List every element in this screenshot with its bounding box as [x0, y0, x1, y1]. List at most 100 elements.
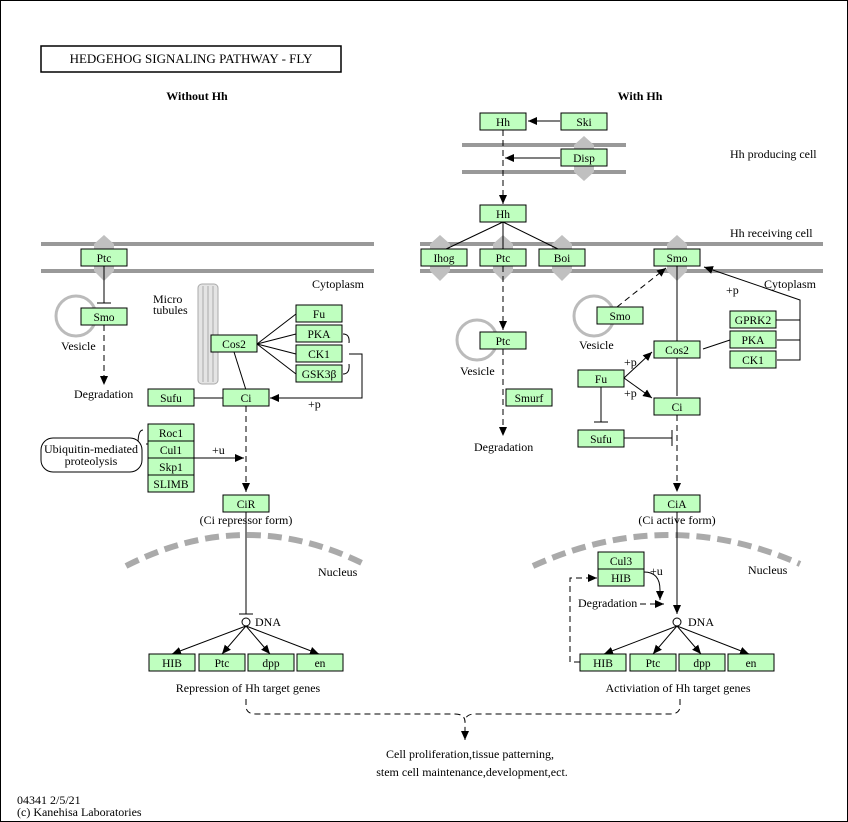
svg-text:Cul3: Cul3	[610, 556, 633, 568]
gene-r-ck1[interactable]: CK1	[729, 350, 777, 369]
title-box	[40, 45, 342, 73]
svg-text:Fu: Fu	[313, 309, 325, 321]
gene-l-dpp[interactable]: dpp	[247, 653, 295, 672]
svg-text:Ptc: Ptc	[646, 658, 661, 670]
label-vesicle-left: Vesicle	[61, 339, 96, 353]
svg-text:Cul1: Cul1	[160, 445, 183, 457]
ubiquitin-box	[40, 437, 143, 473]
gene-l-cul1[interactable]: Cul1	[147, 440, 195, 459]
gene-r-disp[interactable]: Disp	[560, 148, 608, 167]
svg-text:Disp: Disp	[573, 153, 595, 165]
gene-l-pka[interactable]: PKA	[295, 324, 343, 343]
left-edges	[97, 266, 363, 655]
gene-r-cos2[interactable]: Cos2	[653, 340, 701, 359]
label-degradation-mid: Degradation	[474, 440, 533, 454]
gene-r-gprk2[interactable]: GPRK2	[729, 310, 777, 329]
label-activation: Activiation of Hh target genes	[605, 681, 750, 695]
gene-l-ci[interactable]: Ci	[222, 388, 270, 407]
svg-text:dpp: dpp	[693, 658, 711, 670]
gene-r-sufu[interactable]: Sufu	[577, 429, 625, 448]
label-cytoplasm-right: Cytoplasm	[764, 277, 817, 291]
gene-r-hh[interactable]: Hh	[479, 204, 527, 223]
gene-l-ptc[interactable]: Ptc	[80, 248, 128, 267]
svg-text:GSK3β: GSK3β	[302, 369, 337, 381]
svg-text:Ptc: Ptc	[97, 253, 112, 265]
label-plus-u-right: +u	[650, 564, 663, 578]
svg-text:Ptc: Ptc	[215, 658, 230, 670]
gene-r-ptc[interactable]: Ptc	[479, 248, 527, 267]
nucleus-membrane-left	[124, 532, 366, 569]
gene-l-ck1[interactable]: CK1	[295, 344, 343, 363]
gene-l-roc1[interactable]: Roc1	[147, 423, 195, 442]
label-vesicle-mid: Vesicle	[460, 364, 495, 378]
gene-r-dpp[interactable]: dpp	[678, 653, 726, 672]
gene-l-fu[interactable]: Fu	[295, 304, 343, 323]
svg-text:CK1: CK1	[742, 355, 764, 367]
label-plus-p-ci: +p	[624, 386, 637, 400]
gene-r-smo-vesicle[interactable]: Smo	[596, 306, 644, 325]
gene-r-hib-nuclear[interactable]: HIB	[597, 568, 645, 587]
gene-l-hib[interactable]: HIB	[148, 653, 196, 672]
gene-l-cos2[interactable]: Cos2	[210, 334, 258, 353]
gene-r-smurf[interactable]: Smurf	[505, 388, 553, 407]
svg-text:Smo: Smo	[666, 253, 687, 265]
section-without-hh: Without Hh	[166, 89, 228, 103]
svg-text:Cos2: Cos2	[665, 345, 689, 357]
gene-r-hib[interactable]: HIB	[579, 653, 627, 672]
gene-r-hh-top[interactable]: Hh	[479, 112, 527, 131]
label-cytoplasm-left: Cytoplasm	[312, 277, 365, 291]
svg-text:Ptc: Ptc	[496, 253, 511, 265]
svg-text:CiA: CiA	[667, 499, 687, 511]
gene-l-slimb[interactable]: SLIMB	[147, 474, 195, 493]
gene-r-fu[interactable]: Fu	[577, 369, 625, 388]
microtubules	[197, 283, 219, 385]
gene-r-cul3[interactable]: Cul3	[597, 551, 645, 570]
section-with-hh: With Hh	[618, 89, 663, 103]
svg-text:Ci: Ci	[241, 393, 252, 405]
svg-text:en: en	[315, 658, 326, 670]
gene-l-cir[interactable]: CiR	[222, 494, 270, 513]
svg-text:HIB: HIB	[611, 573, 631, 585]
label-outcome-2: stem cell maintenance,development,ect.	[376, 765, 568, 779]
gene-r-smo[interactable]: Smo	[653, 248, 701, 267]
label-ci-repressor-form: (Ci repressor form)	[200, 513, 293, 527]
gene-l-sufu[interactable]: Sufu	[147, 388, 195, 407]
label-microtubules-1: Micro	[153, 292, 182, 306]
gene-r-cia[interactable]: CiA	[653, 494, 701, 513]
svg-text:Sufu: Sufu	[160, 393, 182, 405]
gene-r-en[interactable]: en	[727, 653, 775, 672]
svg-text:Ptc: Ptc	[496, 336, 511, 348]
label-nucleus-right: Nucleus	[748, 563, 788, 577]
gene-l-ptc-target[interactable]: Ptc	[198, 653, 246, 672]
svg-text:Ski: Ski	[576, 117, 591, 129]
label-degradation-right: Degradation	[578, 596, 637, 610]
label-vesicle-right: Vesicle	[579, 338, 614, 352]
gene-l-smo[interactable]: Smo	[80, 307, 128, 326]
gene-r-ihog[interactable]: Ihog	[420, 248, 468, 267]
svg-text:Sufu: Sufu	[590, 434, 612, 446]
svg-text:Smo: Smo	[609, 311, 630, 323]
gene-r-pka[interactable]: PKA	[729, 330, 777, 349]
gene-r-ptc-vesicle[interactable]: Ptc	[479, 331, 527, 350]
label-outcome-1: Cell proliferation,tissue patterning,	[386, 747, 554, 761]
svg-text:HIB: HIB	[162, 658, 182, 670]
svg-text:GPRK2: GPRK2	[735, 315, 772, 327]
gene-l-en[interactable]: en	[296, 653, 344, 672]
gene-l-gsk3b[interactable]: GSK3β	[295, 364, 343, 383]
label-plus-u-left: +u	[212, 443, 225, 457]
label-dna-right: DNA	[688, 615, 714, 629]
svg-text:PKA: PKA	[741, 335, 765, 347]
svg-text:Hh: Hh	[496, 209, 510, 221]
gene-r-ski[interactable]: Ski	[560, 112, 608, 131]
right-edges	[443, 117, 801, 663]
svg-text:en: en	[746, 658, 757, 670]
svg-text:Cos2: Cos2	[222, 339, 246, 351]
svg-text:dpp: dpp	[262, 658, 280, 670]
gene-r-boi[interactable]: Boi	[538, 248, 586, 267]
gene-r-ptc-target[interactable]: Ptc	[629, 653, 677, 672]
gene-l-skp1[interactable]: Skp1	[147, 457, 195, 476]
svg-text:Boi: Boi	[554, 253, 571, 265]
gene-r-ci[interactable]: Ci	[653, 397, 701, 416]
